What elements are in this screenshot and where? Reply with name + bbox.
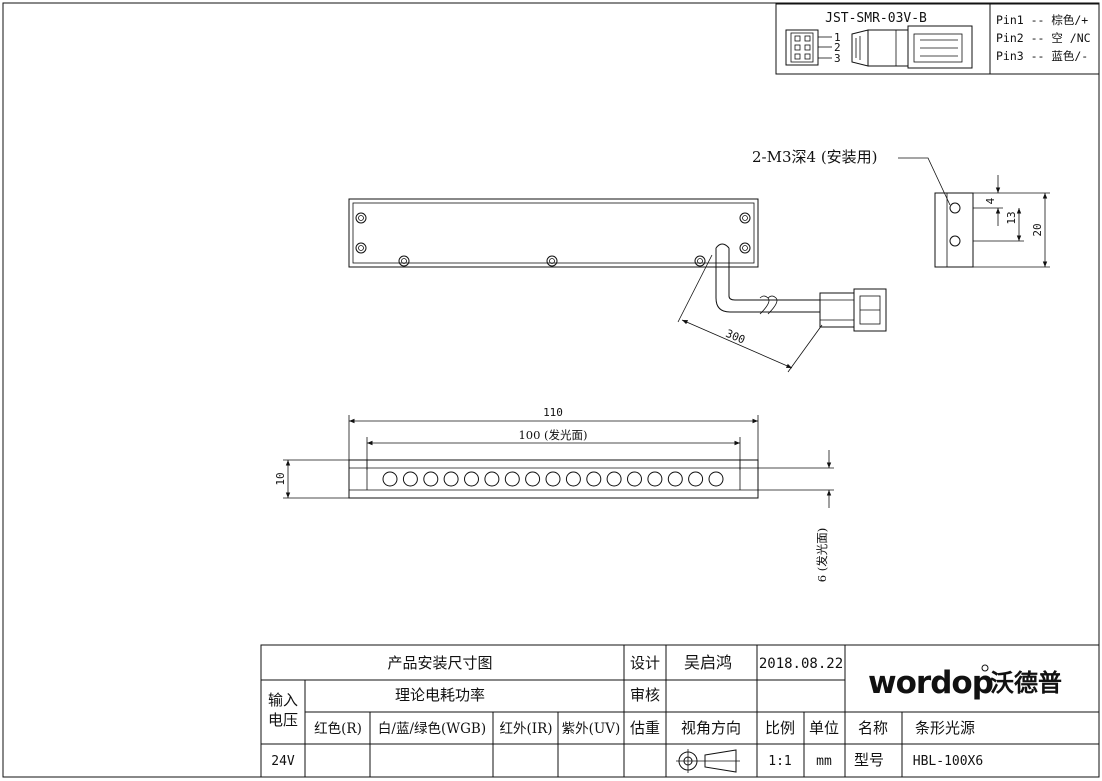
dim-length: 110	[543, 406, 563, 419]
connector-part-number: JST-SMR-03V-B	[825, 11, 927, 26]
name-label: 名称	[858, 719, 888, 737]
led	[586, 471, 602, 487]
unit-label: 单位	[809, 719, 839, 737]
led	[708, 471, 724, 487]
led	[667, 471, 683, 487]
led	[627, 471, 642, 487]
led	[402, 471, 418, 487]
front-view: 110 100 (发光面) 10 6 (发光面)	[274, 406, 834, 582]
col-ir: 红外(IR)	[499, 721, 552, 737]
dim-height: 10	[274, 472, 287, 485]
projection-symbol-icon	[676, 749, 740, 773]
dim-cable-length: 300	[724, 327, 747, 347]
view-label: 视角方向	[681, 719, 741, 737]
drawing-title: 产品安装尺寸图	[387, 654, 492, 672]
title-block: 产品安装尺寸图 设计 吴启鸿 2018.08.22 输入 电压 理论电耗功率 审…	[260, 644, 1100, 778]
estimate-label: 估重	[630, 719, 660, 737]
mount-hole-note: 2-M3深4 (安装用)	[752, 148, 878, 166]
led	[606, 471, 622, 487]
connector-box: JST-SMR-03V-B 1 2 3 Pin1 -- 棕色/+ Pin2 --…	[775, 3, 1100, 75]
dim-20: 20	[1031, 223, 1044, 236]
model-value: HBL-100X6	[913, 754, 983, 769]
led	[688, 471, 704, 487]
model-label: 型号	[854, 751, 884, 769]
led	[545, 471, 561, 487]
top-view: 300	[348, 198, 887, 373]
pin-number-1: 1	[834, 31, 841, 44]
pin-number-3: 3	[834, 52, 841, 65]
designer-name: 吴启鸿	[684, 653, 732, 672]
pin-1-desc: Pin1 -- 棕色/+	[996, 13, 1088, 27]
led	[464, 471, 479, 487]
ratio-value: 1:1	[768, 754, 791, 769]
name-value: 条形光源	[915, 719, 975, 737]
review-label: 审核	[630, 686, 660, 704]
led-row	[382, 471, 724, 487]
svg-text:沃德普: 沃德普	[990, 669, 1062, 697]
led	[423, 471, 439, 487]
wordop-logo: wordop 沃德普	[868, 664, 1062, 701]
design-label: 设计	[630, 654, 660, 672]
voltage-label: 电压	[268, 711, 298, 729]
dim-4: 4	[984, 197, 997, 204]
led	[443, 471, 459, 487]
unit-value: mm	[816, 754, 832, 769]
dim-emit-length: 100 (发光面)	[518, 428, 587, 442]
side-view: 4 13 20	[934, 175, 1050, 268]
pin-number-2: 2	[834, 41, 841, 54]
drawing-date: 2018.08.22	[759, 656, 843, 672]
led	[382, 471, 398, 487]
led	[484, 471, 500, 487]
mount-note-leader	[898, 157, 951, 206]
ratio-label: 比例	[765, 719, 795, 737]
col-uv: 紫外(UV)	[562, 721, 621, 737]
col-wgb: 白/蓝/绿色(WGB)	[378, 720, 486, 737]
pin-3-desc: Pin3 -- 蓝色/-	[996, 49, 1088, 63]
dim-emit-width: 6 (发光面)	[815, 528, 829, 582]
led	[525, 471, 541, 487]
col-red: 红色(R)	[314, 720, 362, 737]
dim-13: 13	[1005, 211, 1018, 224]
power-label: 理论电耗功率	[395, 686, 485, 704]
led	[647, 471, 663, 487]
pin-2-desc: Pin2 -- 空 /NC	[996, 31, 1091, 45]
input-label: 输入	[268, 691, 298, 709]
led	[504, 471, 520, 487]
voltage-value: 24V	[271, 754, 295, 769]
svg-text:wordop: wordop	[868, 665, 993, 701]
led	[565, 471, 581, 487]
